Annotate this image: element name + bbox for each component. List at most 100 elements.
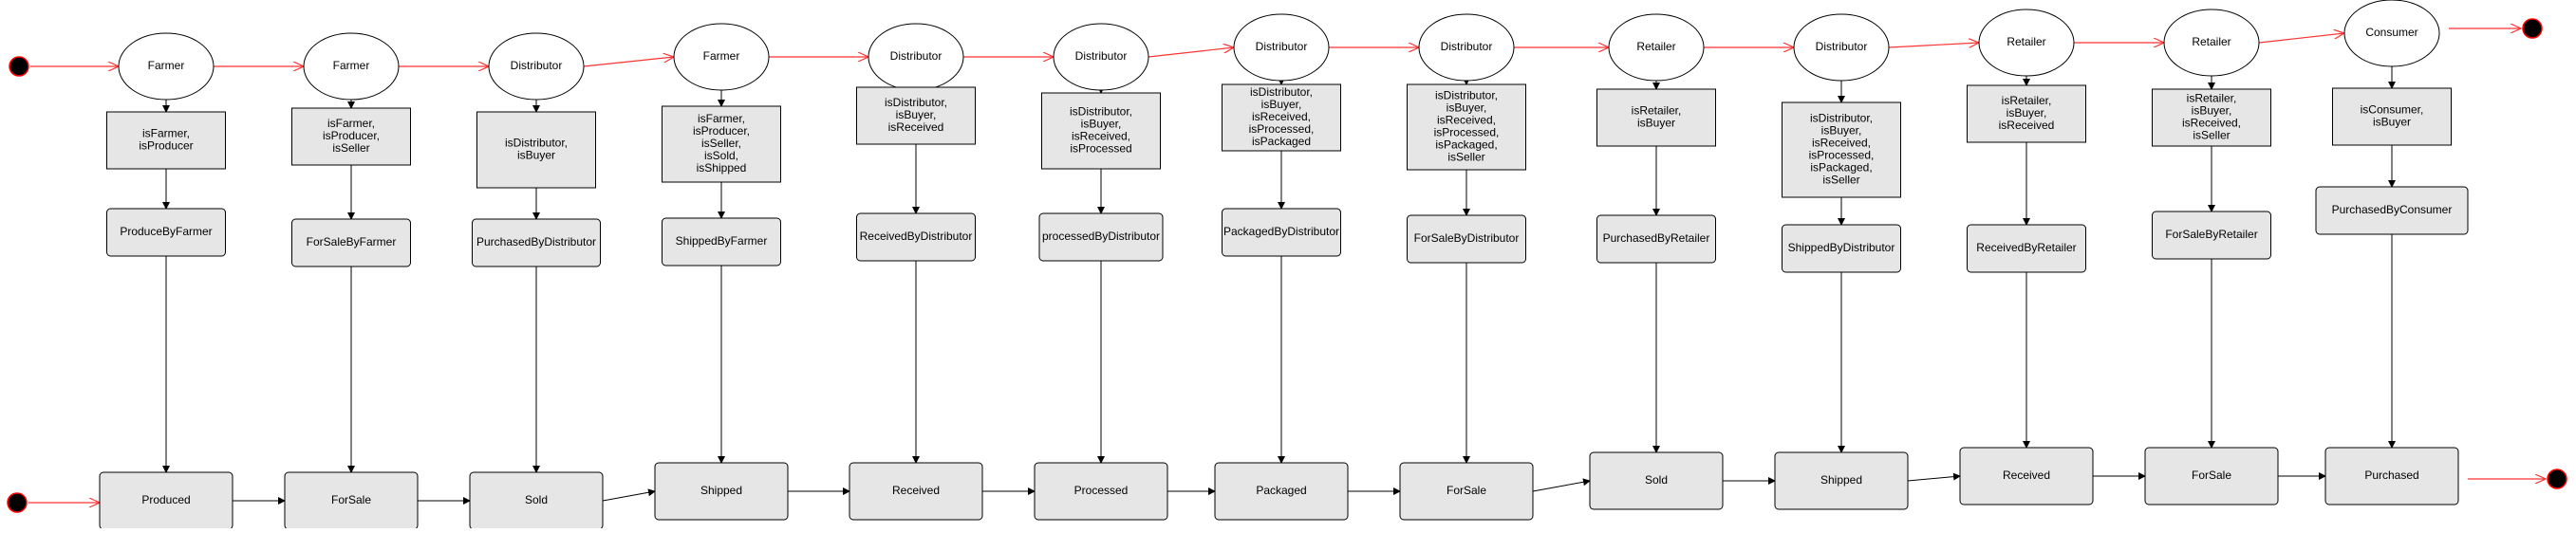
flow-arrow-bottom (602, 488, 656, 502)
actor-label: Farmer (148, 59, 185, 72)
state-label: Processed (1074, 484, 1129, 497)
state-label: Shipped (1820, 473, 1862, 487)
condition-text: isDistributor, (505, 137, 568, 150)
actor-label: Distributor (1075, 49, 1128, 63)
condition-text: isFarmer, (698, 112, 745, 125)
condition-text: isReceived, (1072, 130, 1130, 143)
condition-text: isSeller (1447, 151, 1484, 164)
condition-text: isDistributor, (1435, 89, 1498, 102)
actor-label: Distributor (890, 49, 943, 63)
condition-text: isShipped (697, 161, 747, 175)
condition-box (1222, 83, 1341, 152)
condition-box (2152, 88, 2271, 147)
actor-node (673, 23, 770, 91)
condition-text: isDistributor, (1250, 85, 1313, 99)
state-box (1589, 451, 1724, 510)
condition-text: isDistributor, (1810, 112, 1873, 125)
action-label: ForSaleByDistributor (1414, 231, 1520, 245)
state-box (1399, 462, 1534, 521)
condition-box (662, 105, 781, 183)
action-label: ForSaleByFarmer (307, 235, 397, 248)
column-5: DistributorisDistributor,isBuyer,isRecei… (1034, 23, 1168, 521)
condition-text: isBuyer (2373, 116, 2411, 129)
condition-box (2332, 87, 2452, 146)
actor-node (488, 32, 585, 101)
column-4: DistributorisDistributor,isBuyer,isRecei… (849, 23, 983, 521)
state-box (1214, 462, 1349, 521)
state-label: Packaged (1256, 484, 1306, 497)
column-12: ConsumerisConsumer,isBuyerPurchasedByCon… (2315, 0, 2469, 505)
column-7: DistributorisDistributor,isBuyer,isRecei… (1399, 13, 1534, 521)
state-box (1034, 462, 1168, 521)
action-label: ProduceByFarmer (120, 225, 212, 238)
condition-text: isSold, (704, 149, 738, 162)
condition-text: isPackaged (1252, 135, 1311, 148)
condition-text: isRetailer, (2002, 94, 2052, 107)
state-box (654, 462, 789, 521)
condition-text: isSeller (332, 141, 369, 155)
condition-text: isRetailer, (1632, 104, 1682, 118)
actor-label: Distributor (1816, 40, 1868, 53)
action-box (1967, 224, 2086, 273)
state-label: Purchased (2364, 469, 2418, 482)
state-label: ForSale (331, 493, 371, 506)
state-label: Received (2003, 469, 2050, 482)
condition-text: isRetailer, (2187, 92, 2237, 105)
condition-text: isProducer (139, 139, 193, 153)
action-label: ShippedByFarmer (676, 234, 768, 248)
condition-text: isConsumer, (2361, 103, 2424, 117)
condition-box (1782, 101, 1901, 198)
action-box (1222, 208, 1341, 257)
actor-node (2343, 0, 2440, 67)
actor-label: Retailer (1636, 40, 1675, 53)
column-8: RetailerisRetailer,isBuyerPurchasedByRet… (1589, 13, 1724, 510)
action-box (106, 208, 226, 257)
condition-text: isReceived, (2182, 117, 2241, 130)
condition-text: isSeller (1822, 174, 1859, 187)
condition-box (1967, 84, 2086, 143)
actor-node (1053, 23, 1149, 91)
condition-text: isBuyer, (1821, 124, 1862, 138)
connector-layer (28, 28, 2546, 503)
actor-label: Consumer (2365, 26, 2417, 39)
condition-text: isBuyer, (896, 108, 937, 121)
condition-box (476, 111, 596, 189)
condition-box (1407, 83, 1526, 171)
condition-text: isReceived (888, 120, 944, 134)
actor-node (1793, 13, 1890, 82)
flow-arrow-top (2258, 33, 2344, 44)
condition-box (1041, 92, 1161, 170)
column-0: FarmerisFarmer,isProducerProduceByFarmer… (99, 32, 233, 530)
column-9: Distributor isDistributor,isBuyer,isRecei… (1774, 13, 1909, 510)
actor-node (1418, 13, 1515, 82)
flow-arrow-top (583, 57, 674, 67)
action-box (856, 212, 976, 262)
action-label: ReceivedByRetailer (1976, 241, 2076, 254)
state-label: Received (892, 484, 940, 497)
state-label: Produced (141, 493, 190, 506)
actor-label: Farmer (333, 59, 370, 72)
action-label: processedByDistributor (1042, 230, 1160, 243)
column-11: RetailerisRetailer,isBuyer,isReceived,is… (2144, 9, 2279, 505)
action-label: ForSaleByRetailer (2165, 228, 2257, 241)
state-label: ForSale (1447, 484, 1486, 497)
state-label: Sold (525, 493, 548, 506)
actor-node (1233, 13, 1330, 82)
action-label: PackagedByDistributor (1223, 225, 1339, 238)
condition-box (1596, 88, 1716, 147)
column-10: RetailerisRetailer,isBuyer,isReceivedRec… (1959, 9, 2094, 505)
condition-text: isReceived, (1252, 110, 1311, 123)
state-box (849, 462, 983, 521)
state-box (2324, 447, 2459, 505)
condition-text: isSeller (2193, 129, 2230, 142)
state-label: Sold (1645, 473, 1668, 487)
condition-box (291, 107, 411, 166)
action-label: ShippedByDistributor (1788, 241, 1895, 254)
condition-text: isBuyer (1637, 117, 1675, 130)
condition-text: isReceived, (1812, 137, 1871, 150)
actor-label: Distributor (1441, 40, 1493, 53)
initial-state-dot-bottom (7, 492, 28, 513)
actor-label: Distributor (511, 59, 563, 72)
condition-box (106, 111, 226, 170)
